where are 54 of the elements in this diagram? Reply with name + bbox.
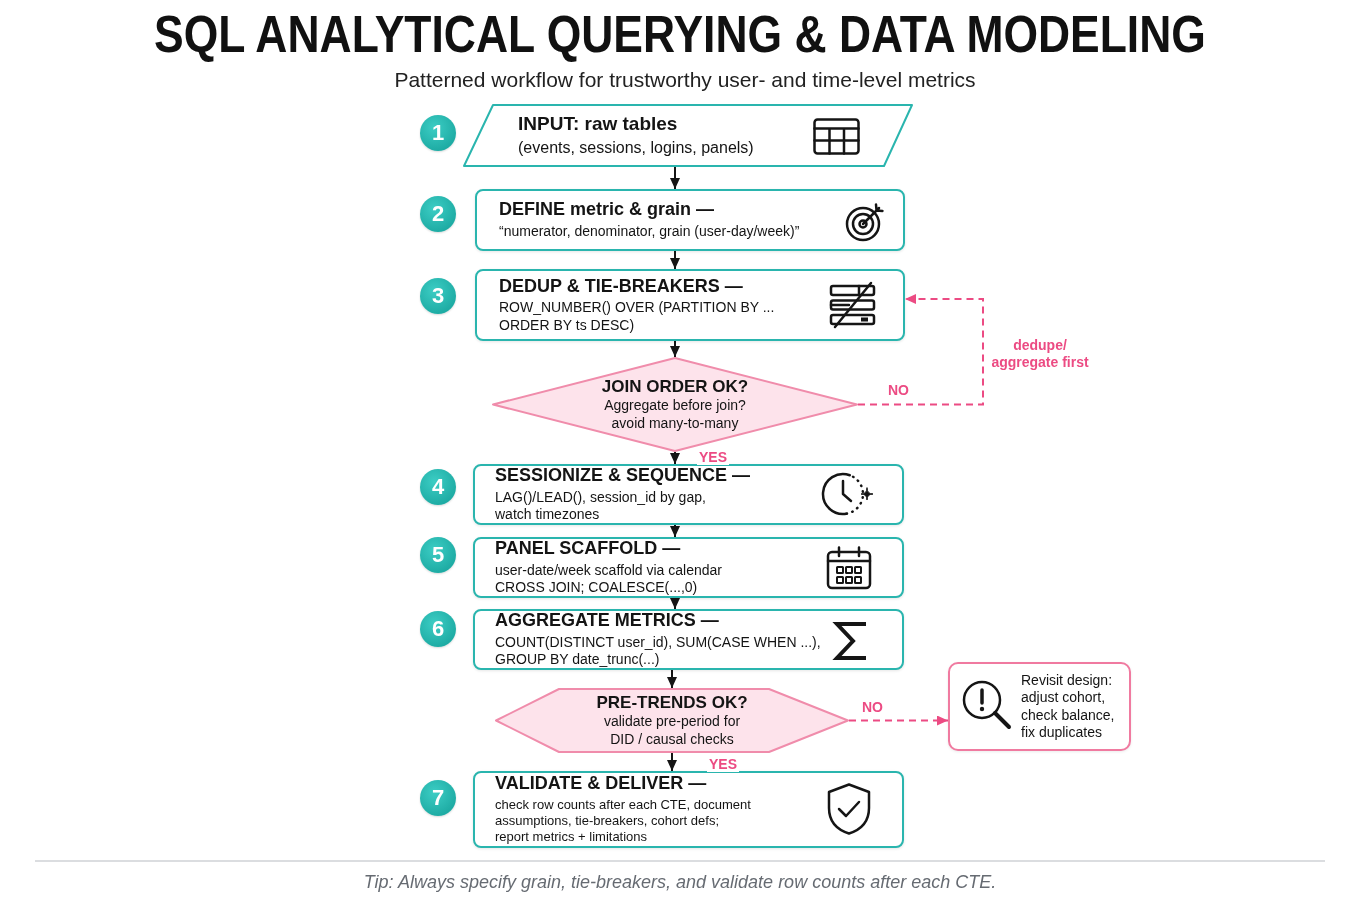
note-box: [948, 662, 1131, 751]
step-title: SESSIONIZE & SEQUENCE —: [495, 465, 751, 487]
process-box: [473, 771, 904, 848]
dashed-arrow: [857, 294, 984, 406]
step-description: user-date/week scaffold via calendar CROSS JOIN; COALESCE(...,0): [495, 561, 723, 597]
dashed-arrow: [848, 715, 949, 726]
caption: Tip: Always specify grain, tie-breakers, and validate row counts after each CTE.: [363, 873, 997, 893]
edge-label: NO: [886, 383, 911, 398]
edge-label: YES: [697, 450, 729, 465]
note-text: Revisit design: adjust cohort, check balance, fix duplicates: [1021, 671, 1116, 742]
step-description: COUNT(DISTINCT user_id), SUM(CASE WHEN ...), GROUP BY date_trunc(...): [495, 633, 822, 669]
arrow: [667, 669, 677, 689]
edge-label: NO: [860, 700, 885, 715]
decision-diamond: [492, 357, 858, 452]
step-title: VALIDATE & DELIVER —: [495, 773, 708, 795]
step-number-badge: 1: [420, 115, 456, 151]
decision-title: JOIN ORDER OK?: [601, 376, 749, 398]
step-title: DEFINE metric & grain —: [499, 199, 716, 222]
process-box: [475, 189, 905, 251]
arrow: [670, 597, 680, 610]
step-number-badge: 7: [420, 780, 456, 816]
process-box: [473, 464, 904, 525]
arrow: [667, 752, 677, 772]
input-parallelogram: [463, 104, 913, 167]
arrow: [670, 250, 680, 270]
step-title: AGGREGATE METRICS —: [495, 610, 720, 632]
arrow: [670, 340, 680, 358]
step-number-badge: 3: [420, 278, 456, 314]
decision-description: validate pre-period for DID / causal checks: [602, 713, 742, 749]
step-number-badge: 2: [420, 196, 456, 232]
step-number-badge: 5: [420, 537, 456, 573]
decision-description: Aggregate before join? avoid many-to-many: [603, 397, 747, 433]
title: SQL ANALYTICAL QUERYING & DATA MODELING: [154, 8, 1206, 60]
step-number-badge: 4: [420, 469, 456, 505]
step-description: check row counts after each CTE, document assumptions, tie-breakers, cohort defs; report metrics + limitations: [495, 796, 752, 846]
process-box: [473, 609, 904, 670]
step-title: INPUT: raw tables: [518, 113, 679, 136]
step-description: (events, sessions, logins, panels): [518, 137, 755, 158]
step-title: PANEL SCAFFOLD —: [495, 538, 682, 560]
subtitle: Patterned workflow for trustworthy user- and time-level metrics: [394, 67, 976, 93]
process-box: [473, 537, 904, 598]
decision-title: PRE-TRENDS OK?: [596, 692, 748, 714]
process-box: [475, 269, 905, 341]
step-description: LAG()/LEAD(), session_id by gap, watch timezones: [495, 488, 707, 524]
step-description: ROW_NUMBER() OVER (PARTITION BY ... ORDER BY ts DESC): [499, 299, 776, 335]
arrow: [670, 524, 680, 538]
annotation-text: dedupe/ aggregate first: [990, 337, 1090, 371]
step-description: “numerator, denominator, grain (user-day/week)”: [499, 223, 801, 241]
decision-diamond: [495, 688, 849, 753]
step-title: DEDUP & TIE-BREAKERS —: [499, 275, 744, 298]
arrow: [670, 451, 680, 465]
step-number-badge: 6: [420, 611, 456, 647]
arrow: [670, 166, 680, 190]
edge-label: YES: [707, 757, 739, 772]
